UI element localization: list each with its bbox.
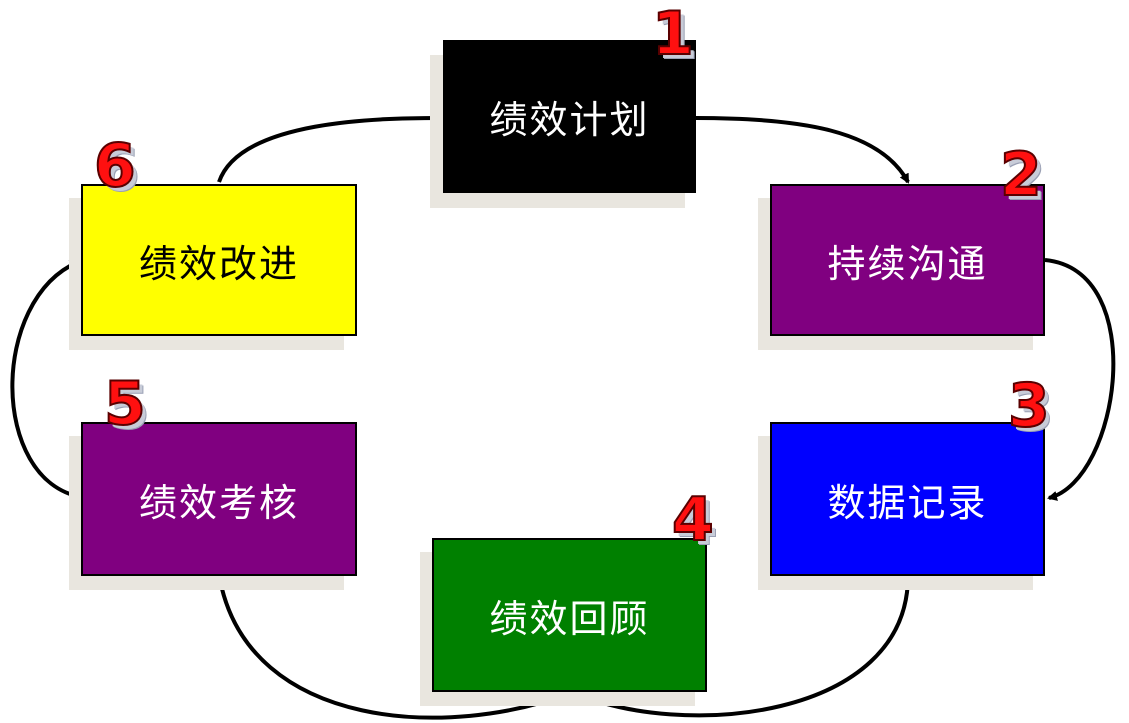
step-5-number: 5 — [103, 369, 147, 439]
arrow-4-to-5 — [216, 578, 574, 720]
step-4-box: 绩效回顾 — [432, 538, 707, 692]
step-2-box: 持续沟通 — [770, 184, 1045, 336]
step-5-label: 绩效考核 — [138, 480, 299, 525]
step-3-label: 数据记录 — [827, 480, 988, 525]
step-2-label: 持续沟通 — [827, 241, 988, 286]
arrow-6-to-1 — [217, 113, 442, 183]
step-4-label: 绩效回顾 — [489, 596, 650, 641]
arrow-3-to-4 — [571, 575, 910, 718]
arrow-1-to-2 — [695, 116, 910, 184]
arrow-2-to-3 — [1044, 258, 1116, 501]
step-1-label: 绩效计划 — [489, 98, 650, 142]
step-2-number: 2 — [999, 140, 1043, 210]
step-1-box: 绩效计划 — [443, 40, 696, 193]
step-6-box: 绩效改进 — [81, 184, 357, 336]
step-5-box: 绩效考核 — [81, 422, 357, 576]
step-6-label: 绩效改进 — [138, 241, 299, 286]
step-3-box: 数据记录 — [770, 422, 1045, 576]
step-1-number: 1 — [651, 0, 695, 69]
step-3-number: 3 — [1007, 371, 1051, 441]
step-4-number: 4 — [671, 485, 715, 555]
arrow-5-to-6 — [10, 260, 82, 499]
step-6-number: 6 — [93, 131, 137, 201]
